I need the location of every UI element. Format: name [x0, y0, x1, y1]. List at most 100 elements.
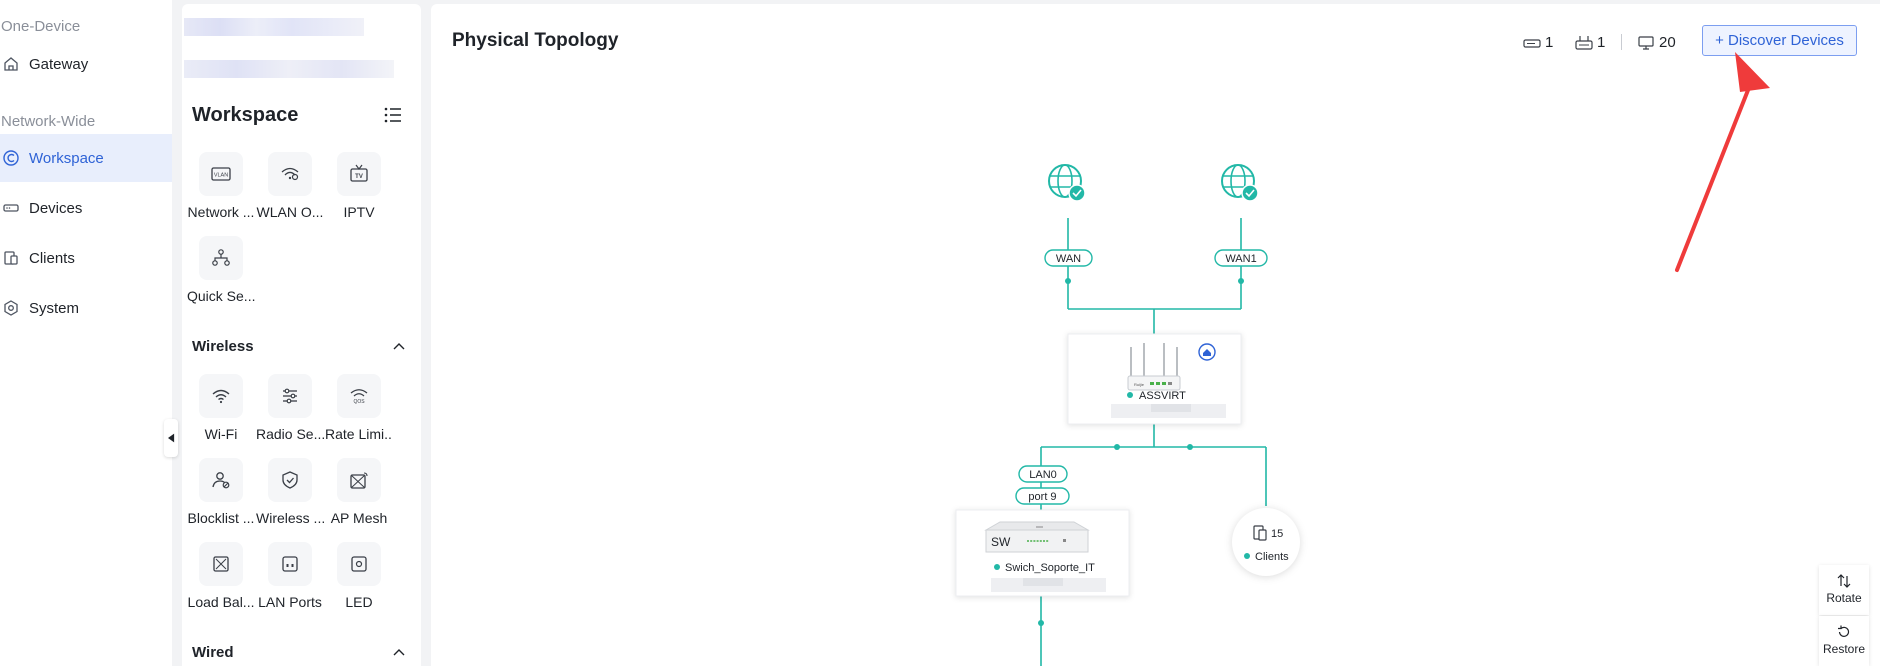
switch-count-icon [1575, 35, 1593, 50]
gateway-name: ASSVIRT [1139, 390, 1186, 402]
clients-label: Clients [1255, 551, 1289, 563]
gateway-count-icon [1523, 38, 1541, 48]
home-badge-icon [1203, 349, 1211, 356]
tile-label: Wireless ... [256, 510, 324, 526]
svg-text:port 9: port 9 [1028, 491, 1056, 503]
monitor-icon [1638, 35, 1654, 50]
wlan-optimize-icon [281, 167, 299, 181]
switch-node[interactable]: SW Swich_Soporte_IT [955, 509, 1130, 597]
stat-gateways: 1 [1523, 34, 1553, 51]
stats-divider [1621, 34, 1622, 50]
home-icon [2, 55, 20, 73]
caret-left-icon [167, 433, 174, 443]
tile-led[interactable]: LED [325, 542, 393, 622]
rotate-button[interactable]: Rotate [1819, 565, 1869, 615]
workspace-icon [2, 149, 20, 167]
tile-rate-limit[interactable]: QOS Rate Limi... [325, 374, 393, 454]
tile-blocklist[interactable]: Blocklist ... [187, 458, 255, 538]
blurred-info [1151, 404, 1191, 412]
rotate-label: Rotate [1826, 591, 1862, 605]
restore-button[interactable]: Restore [1819, 616, 1869, 666]
online-status-dot [1127, 392, 1133, 398]
tile-label: Rate Limi... [325, 426, 393, 442]
gateway-node[interactable]: Ruijie ASSVIRT [1067, 333, 1242, 425]
online-status-dot [1244, 553, 1250, 559]
stat-switches: 1 [1575, 34, 1605, 51]
nav-item-system[interactable]: System [0, 284, 172, 332]
led-icon [351, 556, 367, 572]
link-dots [1038, 278, 1244, 626]
list-view-icon[interactable] [382, 104, 404, 126]
tile-network[interactable]: VLAN Network ... [187, 152, 255, 232]
collapse-sidebar-button[interactable] [164, 419, 178, 457]
stat-clients-value: 20 [1659, 34, 1676, 51]
blurred-header [184, 18, 364, 36]
tile-ap-mesh[interactable]: AP Mesh [325, 458, 393, 538]
clients-icon [1253, 525, 1267, 541]
discover-devices-button[interactable]: + Discover Devices [1702, 25, 1857, 56]
tile-lan-ports[interactable]: LAN Ports [256, 542, 324, 622]
clients-node[interactable]: 15 Clients [1232, 508, 1300, 576]
stat-clients: 20 [1637, 34, 1676, 51]
tile-quick-setup[interactable]: Quick Se... [187, 236, 255, 316]
tile-label: WLAN O... [256, 204, 324, 220]
tile-label: Network ... [187, 204, 255, 220]
switch-badge: SW [991, 535, 1011, 549]
group-title-wireless: Wireless [192, 338, 254, 355]
tile-label: Wi-Fi [204, 426, 238, 442]
quick-setup-icon [212, 249, 230, 266]
internet-globe-icon[interactable] [1048, 164, 1086, 202]
workspace-title: Workspace [192, 104, 299, 126]
tile-load-balance[interactable]: Load Bal... [187, 542, 255, 622]
tile-label: Quick Se... [187, 288, 255, 304]
nav-item-workspace[interactable]: Workspace [0, 134, 172, 182]
workspace-panel: Workspace VLAN Network ... WLAN O... TV … [182, 4, 421, 666]
tile-label: LAN Ports [258, 594, 322, 610]
nav-section-one-device: One-Device [1, 18, 81, 35]
online-status-dot [994, 564, 1000, 570]
wan1-label: WAN1 [1214, 249, 1268, 267]
nav-item-gateway[interactable]: Gateway [0, 40, 172, 88]
wifi-icon [212, 389, 230, 404]
restore-label: Restore [1822, 642, 1866, 656]
svg-text:VLAN: VLAN [214, 173, 228, 179]
tile-label: Load Bal... [187, 594, 255, 610]
internet-globe-icon[interactable] [1221, 164, 1259, 202]
nav-item-devices[interactable]: Devices [0, 184, 172, 232]
svg-text:TV: TV [355, 174, 363, 180]
topology-graph: WAN WAN1 Ruijie ASSVIRT [955, 164, 1300, 666]
nav-item-clients[interactable]: Clients [0, 234, 172, 282]
chevron-up-icon[interactable] [392, 340, 406, 354]
nav-item-label: System [29, 299, 80, 317]
tile-radio-settings[interactable]: Radio Se... [256, 374, 324, 454]
restore-icon [1838, 625, 1850, 637]
shield-icon [282, 471, 298, 489]
stat-gateways-value: 1 [1545, 34, 1554, 51]
tile-wireless-security[interactable]: Wireless ... [256, 458, 324, 538]
page-title: Physical Topology [452, 30, 619, 51]
svg-text:QOS: QOS [353, 399, 365, 405]
blurred-info [1023, 578, 1063, 586]
nav-item-label: Workspace [29, 149, 104, 167]
switch-image: SW [984, 521, 1090, 553]
svg-text:WAN: WAN [1056, 253, 1081, 265]
tile-label: Blocklist ... [187, 510, 255, 526]
tv-icon: TV [350, 164, 368, 182]
svg-text:LAN0: LAN0 [1029, 469, 1057, 481]
switch-name: Swich_Soporte_IT [1005, 562, 1095, 574]
user-block-icon [212, 472, 230, 489]
blurred-header [184, 60, 394, 78]
tile-wlan-optimize[interactable]: WLAN O... [256, 152, 324, 232]
tile-wifi[interactable]: Wi-Fi [187, 374, 255, 454]
topology-canvas: Physical Topology 1 1 20 + Discover Devi… [431, 4, 1880, 666]
tile-label: AP Mesh [330, 510, 388, 526]
mesh-icon [350, 472, 368, 489]
tile-iptv[interactable]: TV IPTV [325, 152, 393, 232]
clients-count: 15 [1271, 528, 1283, 540]
tile-label: LED [345, 594, 373, 610]
stat-switches-value: 1 [1597, 34, 1606, 51]
svg-text:WAN1: WAN1 [1225, 253, 1256, 265]
tile-label: Radio Se... [256, 426, 324, 442]
chevron-up-icon[interactable] [392, 646, 406, 660]
topology-links [1040, 218, 1267, 666]
